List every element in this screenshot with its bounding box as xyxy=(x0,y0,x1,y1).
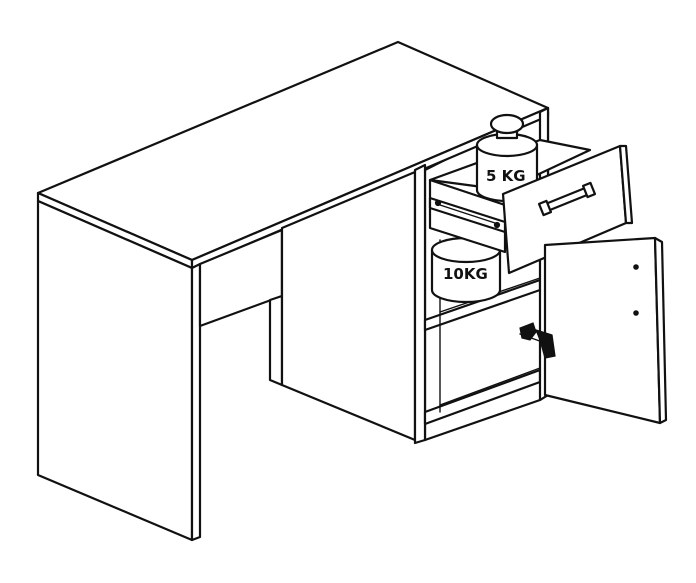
cabinet-door-edge xyxy=(653,236,668,425)
door-screw xyxy=(633,310,639,316)
runner-rail xyxy=(439,204,496,224)
weight-10kg: 10KG xyxy=(430,236,502,304)
door-hinge xyxy=(519,322,556,359)
floor-depth-line xyxy=(439,367,541,406)
cabinet-left-upright xyxy=(413,163,427,445)
weight-5kg-label: 5 KG xyxy=(486,167,526,185)
cabinet-door xyxy=(543,236,662,425)
runner-screw xyxy=(493,221,501,229)
door-screw xyxy=(633,264,639,270)
drawer-handle xyxy=(537,181,597,217)
weight-10kg-label: 10KG xyxy=(443,265,488,283)
drawer-front-edge xyxy=(618,144,634,225)
runner-screw xyxy=(434,199,442,207)
left-leg-edge xyxy=(190,262,202,542)
